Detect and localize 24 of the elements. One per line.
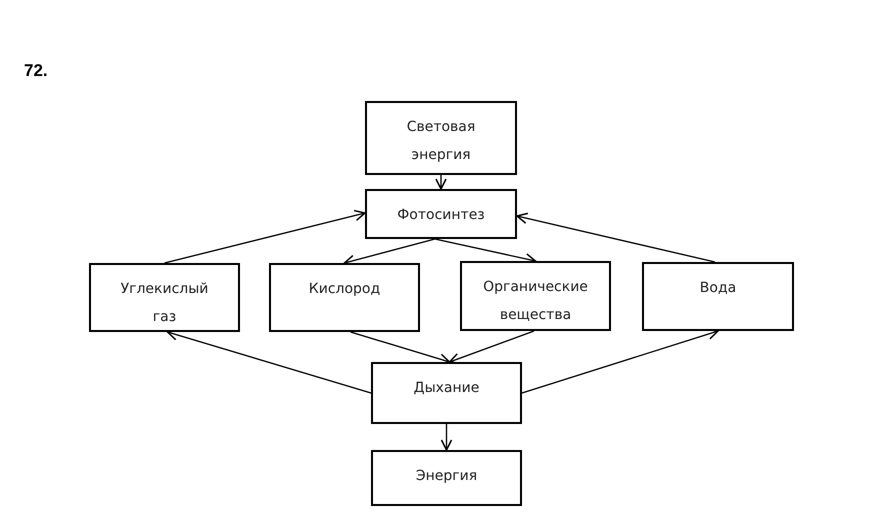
arrow	[522, 328, 719, 394]
process-box	[365, 101, 517, 175]
node-text: Фотосинтез	[397, 206, 485, 225]
arrow	[516, 212, 716, 263]
arrow	[350, 331, 450, 365]
arrow	[435, 175, 447, 190]
arrow	[448, 330, 534, 364]
arrow	[440, 424, 452, 451]
process-box	[460, 261, 611, 331]
node-text: Световая энергия	[406, 118, 476, 165]
process-box	[365, 189, 517, 239]
node-text: Органические вещества	[482, 278, 589, 325]
node-text: Кислород	[308, 280, 380, 299]
arrow	[164, 210, 366, 264]
task-number: 72.	[24, 61, 48, 81]
process-box	[371, 450, 522, 506]
node-text: Углекислый газ	[120, 280, 210, 327]
process-box	[269, 263, 420, 332]
process-box	[642, 262, 794, 331]
process-box	[89, 263, 240, 332]
node-text: Дыхание	[414, 379, 480, 398]
node-text: Энергия	[416, 467, 478, 486]
process-box	[371, 362, 522, 424]
node-text: Вода	[700, 279, 736, 298]
